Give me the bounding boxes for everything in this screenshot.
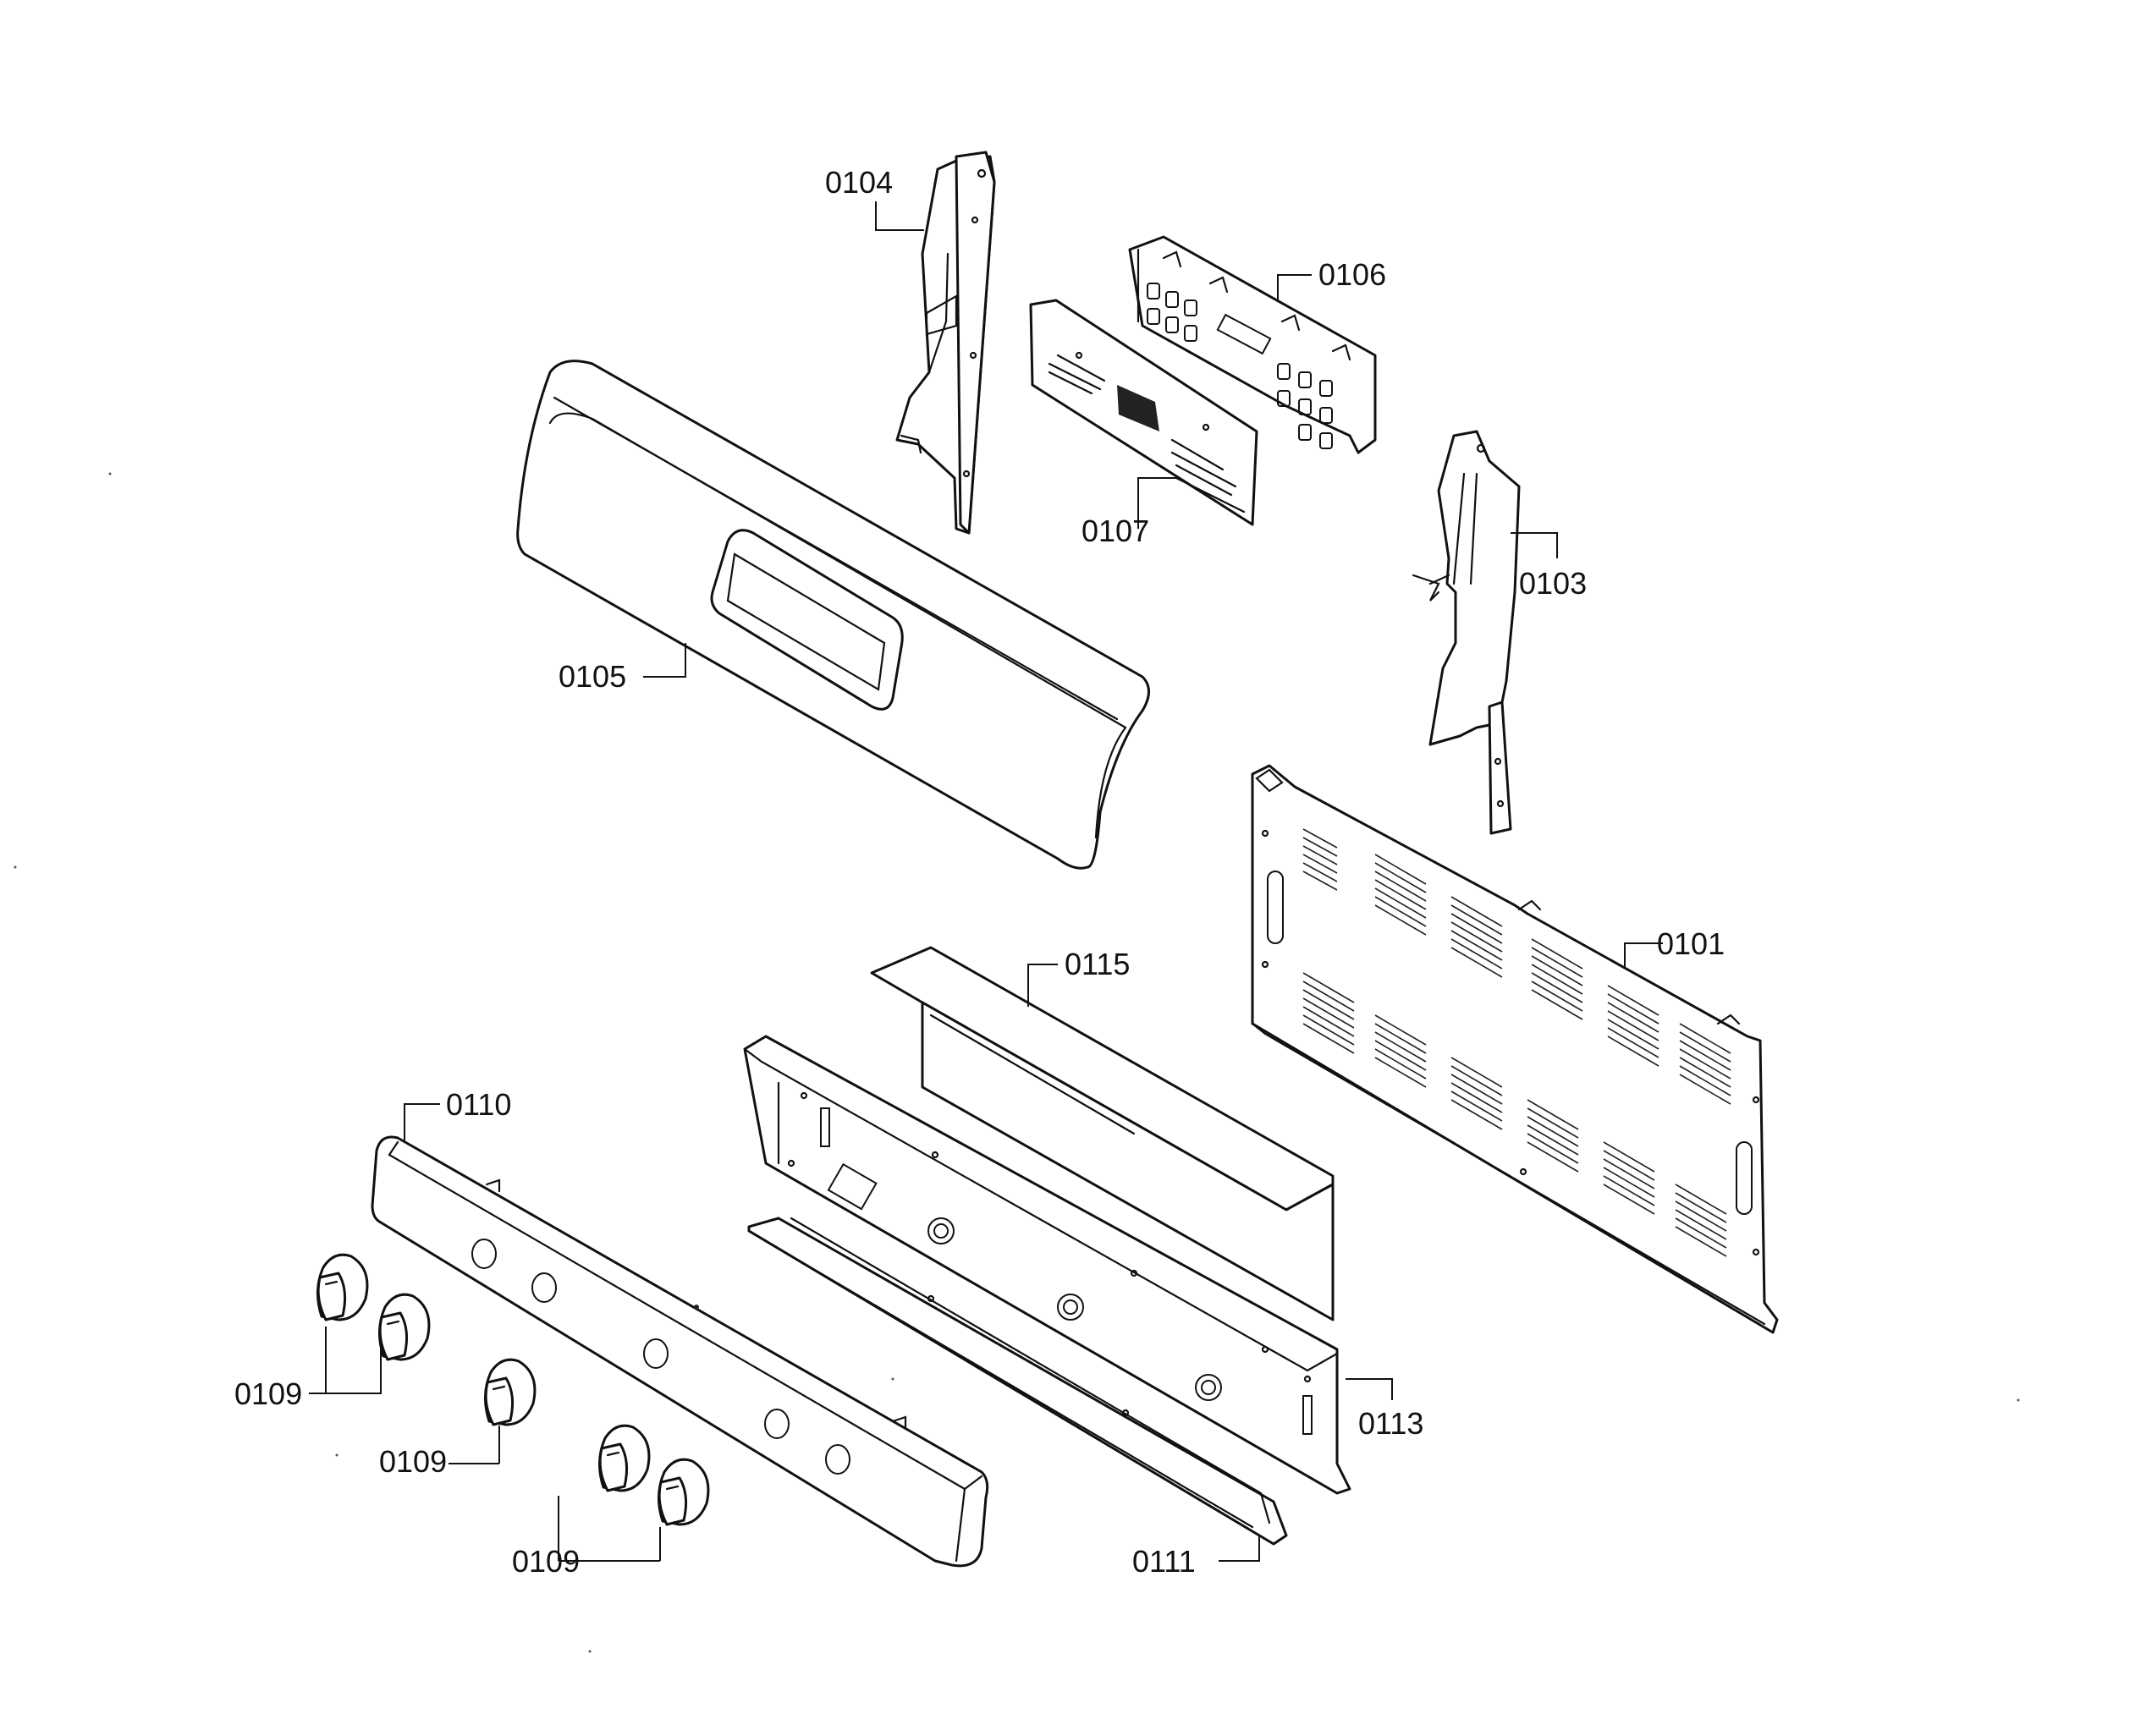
label-0109-a: 0109 [234,1376,302,1411]
label-0104: 0104 [825,165,893,200]
board-buttons-left [1147,283,1197,342]
label-0113: 0113 [1358,1406,1423,1441]
label-0109-c: 0109 [512,1544,580,1579]
label-0103: 0103 [1519,566,1587,601]
part-0105-backguard [516,360,1150,870]
label-0115: 0115 [1065,947,1130,981]
label-0109-b: 0109 [379,1444,447,1479]
scan-specks [14,472,2020,1653]
part-0109-knob-2 [378,1293,431,1361]
part-0104-left-bracket [895,151,996,535]
callout-labels: 0104 0106 0107 0103 0105 0101 0115 0110 … [234,165,1725,1579]
part-0109-knob-1 [316,1253,369,1321]
part-0106-control-board [1128,235,1377,454]
part-0111-trim-strip [747,1217,1288,1546]
vent-slots [1302,828,1731,1257]
part-0107-overlay [1029,299,1258,526]
leader-lines [309,201,1663,1562]
part-0109-knob-3 [484,1358,537,1426]
label-0101: 0101 [1657,926,1725,961]
part-0113-manifold-bracket [743,1035,1351,1495]
board-buttons-right [1277,363,1333,449]
part-0103-right-bracket [1412,430,1521,835]
label-0106: 0106 [1318,257,1386,292]
label-0107: 0107 [1082,514,1149,548]
part-0109-knob-4 [598,1424,651,1492]
part-0115-shield [870,946,1335,1321]
part-0109-knob-5 [658,1458,710,1526]
label-0111: 0111 [1132,1544,1196,1579]
part-0101-rear-panel [1251,764,1779,1334]
part-0110-control-panel [371,1135,989,1568]
label-0110: 0110 [446,1087,511,1122]
label-0105: 0105 [559,659,626,694]
